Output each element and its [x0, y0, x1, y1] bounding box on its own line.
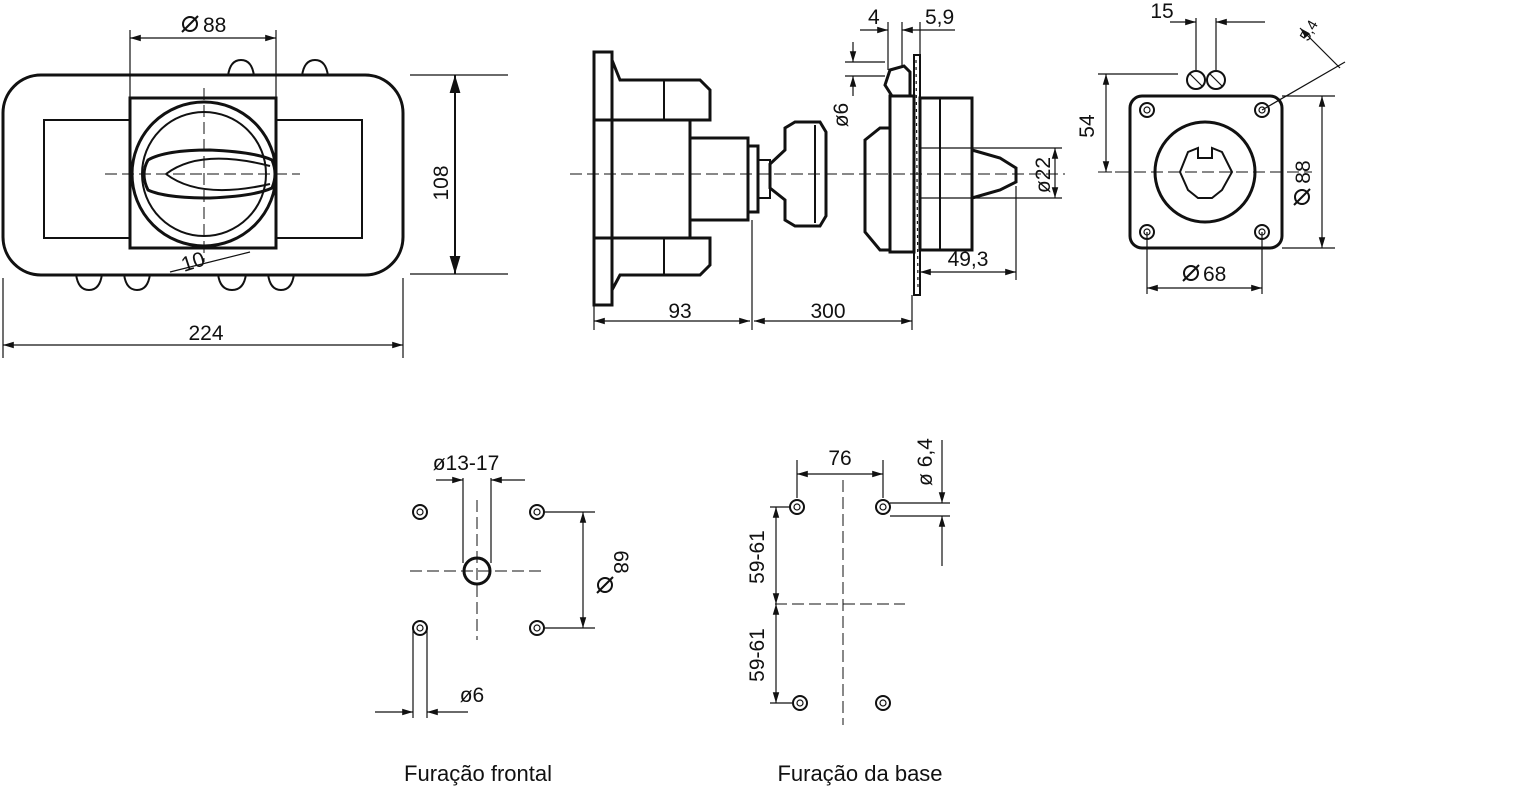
- left-window: [43, 119, 131, 239]
- side-dim-5-9-label: 5,9: [925, 6, 954, 29]
- front-height-108-label: 108: [430, 165, 453, 200]
- rear-dim-15-label: 15: [1150, 0, 1173, 23]
- bottom-terminal-bumps: [75, 273, 295, 292]
- base-drilling-caption: Furação da base: [777, 761, 942, 786]
- right-window: [275, 119, 363, 239]
- rear-dia-68-label: 68: [1203, 263, 1226, 286]
- front-width-224-label: 224: [188, 322, 223, 345]
- side-dim-4-label: 4: [868, 6, 880, 29]
- front-drilling-dia-6-label: ø6: [460, 684, 485, 707]
- enclosure-body: [1, 73, 405, 277]
- rear-dim-5-4-label: 5,4: [1297, 17, 1322, 44]
- side-dia-6-label: ø6: [830, 103, 853, 128]
- top-terminal-bumps: [227, 58, 329, 77]
- diameter-symbol-icon: [1293, 188, 1311, 206]
- diameter-symbol-icon: [181, 15, 199, 33]
- side-view: 4 5,9 ø6 ø22 49,3 93 300: [570, 6, 1065, 330]
- side-dim-300-label: 300: [810, 300, 845, 323]
- rear-view: 15 5,4 54 88 68: [1076, 0, 1346, 294]
- base-drilling-dia-6-4-label: ø 6,4: [914, 438, 937, 486]
- switch-handle: [142, 148, 277, 200]
- base-drilling-dim-76-label: 76: [828, 447, 851, 470]
- base-drilling-dim-59-61-bottom-label: 59-61: [746, 628, 769, 682]
- rear-dia-88-label: 88: [1292, 160, 1315, 183]
- side-dim-93-label: 93: [668, 300, 691, 323]
- base-drilling-dim-59-61-top-label: 59-61: [746, 530, 769, 584]
- side-dim-49-3-label: 49,3: [948, 248, 989, 271]
- base-drilling-pattern: 76 ø 6,4 59-61 59-61 Furação da base: [746, 438, 950, 786]
- diameter-symbol-icon: [596, 576, 614, 594]
- front-drilling-caption: Furação frontal: [404, 761, 552, 786]
- rear-dim-54-label: 54: [1076, 114, 1099, 138]
- front-dim-10-label: 10: [178, 248, 207, 277]
- front-dia-88-label: 88: [203, 14, 226, 37]
- front-drilling-dia-13-17-label: ø13-17: [433, 452, 500, 475]
- front-drilling-dia-68-label: 68: [609, 550, 632, 573]
- front-drilling-pattern: ø13-17 68 ø6 Furação frontal: [375, 452, 632, 786]
- front-view: 88 108 10 224: [1, 14, 508, 358]
- side-dia-22-label: ø22: [1032, 157, 1055, 193]
- diameter-symbol-icon: [1182, 264, 1200, 282]
